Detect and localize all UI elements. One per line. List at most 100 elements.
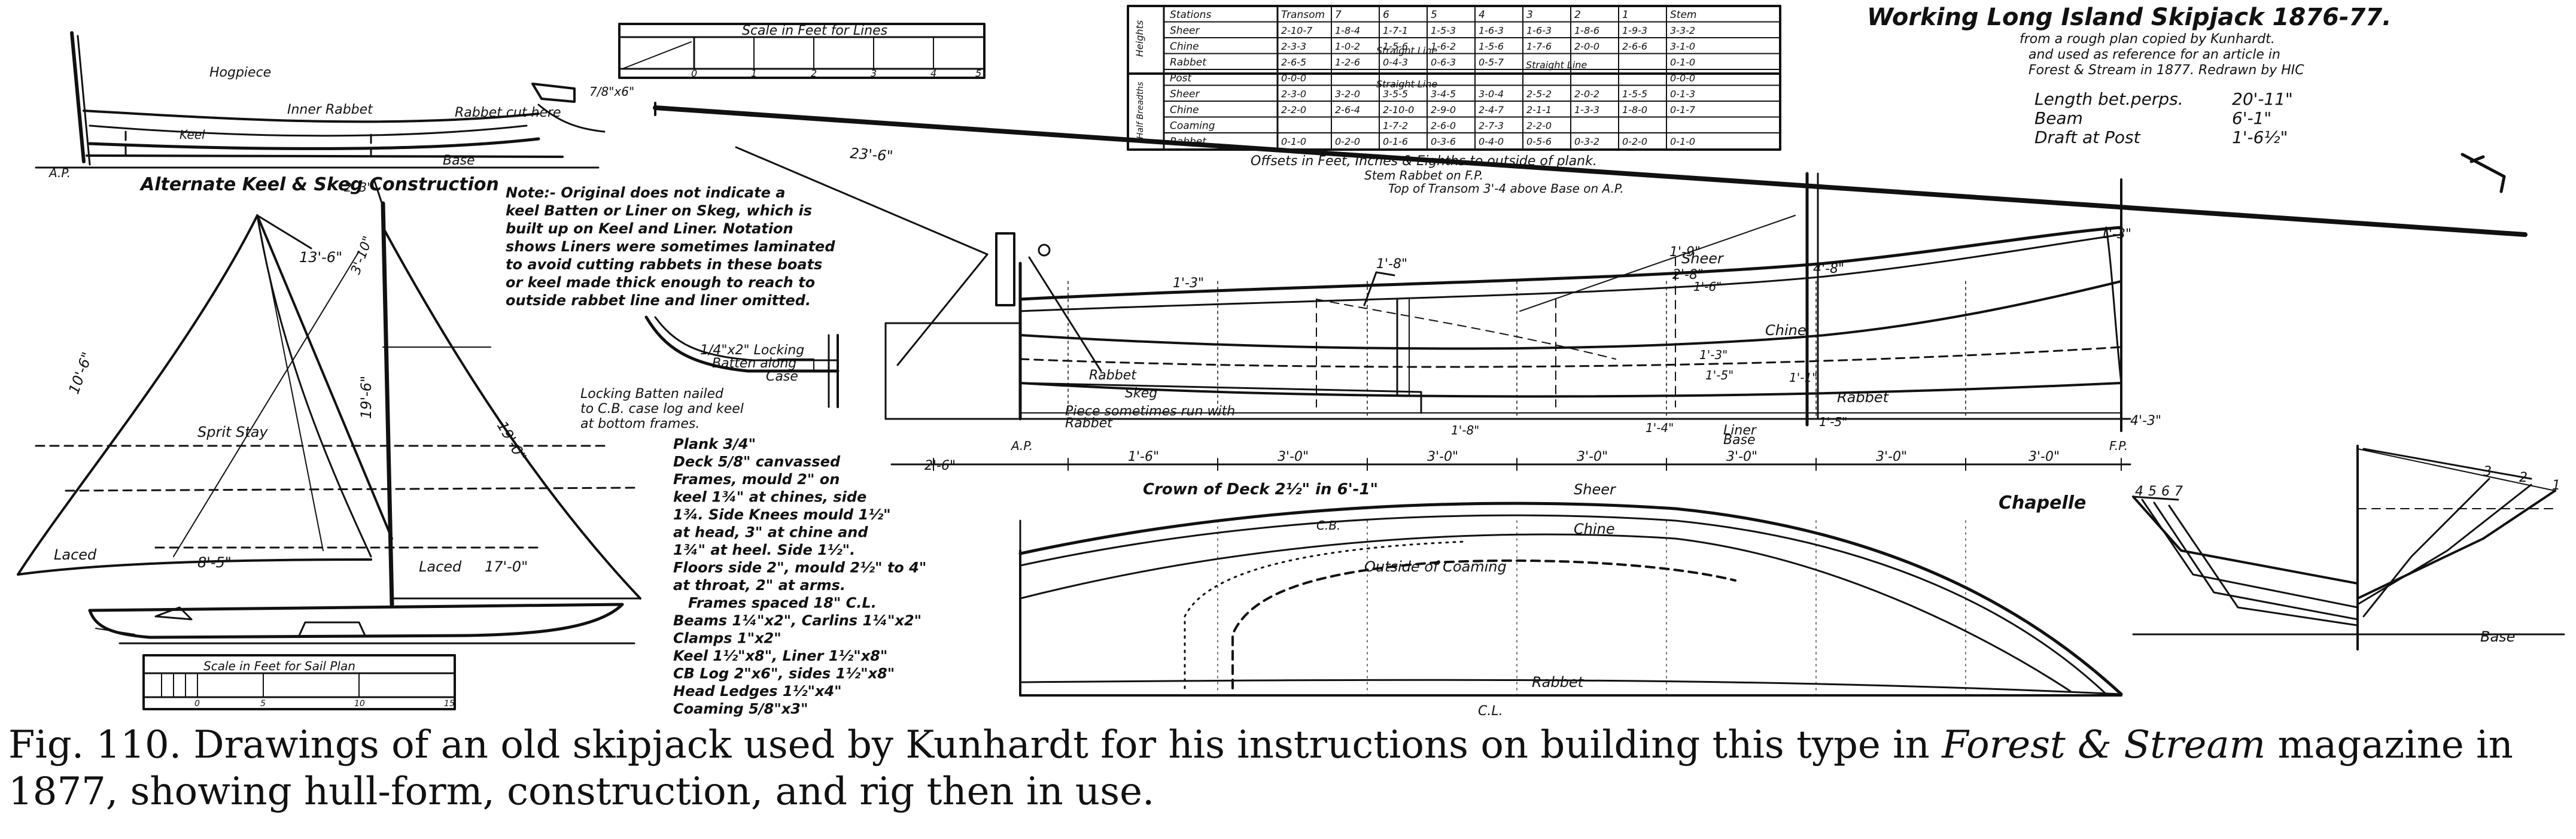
scale-lines-tick-3: 3 xyxy=(871,68,877,79)
offsets-header-1: Transom xyxy=(1281,9,1325,21)
profile-dim-58: 1'-5" xyxy=(1705,368,1733,382)
offsets-cell-0-8: 1-9-3 xyxy=(1622,25,1647,37)
body-num-left-2: 6 xyxy=(2161,484,2170,499)
body-num-right-1: 2 xyxy=(2519,470,2528,485)
offsets-cell-0-2: 1-8-4 xyxy=(1335,25,1360,37)
profile-skeg-label: Skeg xyxy=(1125,386,1157,401)
offsets-header-4: 5 xyxy=(1431,9,1437,21)
scale-lines-tick-5: 5 xyxy=(975,68,981,79)
offsets-cell-5-6: 2-1-1 xyxy=(1526,104,1552,115)
offsets-straight-line-3: Straight Line xyxy=(1376,45,1437,56)
profile-dim-bow: 1'-3" xyxy=(1173,276,1204,291)
offsets-cell-0-4: 1-5-3 xyxy=(1431,25,1456,37)
scale-sail-tick-3: 15 xyxy=(444,699,455,709)
profile-dim-4b: 4'-8" xyxy=(1813,262,1844,276)
station-dim-2: 3'-0" xyxy=(1278,449,1309,464)
offsets-cell-5-3: 2-10-0 xyxy=(1383,104,1414,115)
offsets-cell-7-8: 0-2-0 xyxy=(1622,136,1647,147)
profile-base-label: Base xyxy=(1723,433,1756,448)
sail-laced-left: Laced xyxy=(54,546,97,563)
offsets-note-3: Top of Transom 3'-4 above Base on A.P. xyxy=(1388,181,1624,196)
body-num-left-0: 4 xyxy=(2135,484,2143,499)
length-value: 20'-11" xyxy=(2232,89,2293,109)
plan-sheer-label: Sheer xyxy=(1574,481,1617,498)
sail-mast-dim: 19'-6" xyxy=(358,376,375,419)
scale-sail-tick-1: 5 xyxy=(260,699,266,709)
batten-label-2: Batten along xyxy=(712,356,796,371)
scale-sail-tick-0: 0 xyxy=(194,699,200,709)
body-num-left-3: 7 xyxy=(2174,484,2183,499)
detail-base-label: Base xyxy=(443,153,475,168)
offsets-cell-4-6: 2-5-2 xyxy=(1526,89,1552,100)
sail-luff-dim: 19'-0" xyxy=(494,418,530,464)
offsets-cell-4-1: 2-3-0 xyxy=(1281,89,1306,100)
body-num-left-1: 5 xyxy=(2148,484,2157,499)
offsets-cell-1-5: 1-5-6 xyxy=(1479,41,1504,52)
profile-dim-a: 1'-1" xyxy=(1789,370,1817,385)
offsets-cell-4-8: 1-5-5 xyxy=(1622,89,1647,100)
batten-note-3: at bottom frames. xyxy=(580,417,699,431)
offsets-straight-line-1: Straight Line xyxy=(1376,78,1437,90)
inner-rabbet-label: Inner Rabbet xyxy=(287,102,373,117)
offsets-cell-1-7: 2-0-0 xyxy=(1574,41,1599,52)
scale-lines-tick-0: 0 xyxy=(691,68,697,79)
station-dimensions: 1'-6"3'-0"3'-0"3'-0"3'-0"3'-0"3'-0" 2'-6… xyxy=(890,449,2131,473)
profile-rabbet-label-2: Rabbet xyxy=(1089,368,1137,383)
scantling-line-13: CB Log 2"x6", sides 1½"x8" xyxy=(673,665,895,682)
profile-fp-label: F.P. xyxy=(2109,439,2128,453)
offsets-header-8: 1 xyxy=(1622,9,1629,21)
offsets-cell-2-4: 0-6-3 xyxy=(1431,57,1456,68)
plan-cl-label: C.L. xyxy=(1478,704,1503,719)
offsets-cell-1-2: 1-0-2 xyxy=(1335,41,1360,52)
offsets-group-heights: Heights xyxy=(1134,20,1145,57)
caption-text-after: magazine in 1877, showing hull-form, con… xyxy=(8,723,2513,814)
scantling-line-8: at throat, 2" at arms. xyxy=(673,577,846,594)
body-num-right-0: 3 xyxy=(2483,464,2492,479)
station-dim-6: 3'-0" xyxy=(1876,449,1907,464)
scantling-line-11: Clamps 1"x2" xyxy=(673,630,781,647)
offsets-cell-5-7: 1-3-3 xyxy=(1574,104,1599,115)
offsets-header-6: 3 xyxy=(1526,9,1533,21)
title-note-3: Forest & Stream in 1877. Redrawn by HIC xyxy=(2028,63,2304,78)
sail-jib-foot-dim: 8'-5" xyxy=(197,554,232,571)
scantling-line-9: Frames spaced 18" C.L. xyxy=(688,595,877,612)
offsets-cell-4-3: 3-5-5 xyxy=(1383,89,1408,100)
station-dim-5: 3'-0" xyxy=(1726,449,1757,464)
scantling-line-2: Frames, mould 2" on xyxy=(673,471,840,488)
drawing-title: Working Long Island Skipjack 1876-77. xyxy=(1867,4,2391,31)
batten-label-3: Case xyxy=(766,369,798,384)
plan-coaming-label: Outside of Coaming xyxy=(1364,558,1507,575)
scantling-line-5: at head, 3" at chine and xyxy=(673,524,868,541)
offsets-cell-2-3: 0-4-3 xyxy=(1383,57,1408,68)
offsets-cell-6-3: 1-7-2 xyxy=(1383,120,1408,132)
scantling-line-4: 1¾. Side Knees mould 1½" xyxy=(673,506,891,523)
profile-sheer-label: Sheer xyxy=(1681,250,1725,267)
profile-liner-label: Liner xyxy=(1723,423,1757,438)
scale-lines-title: Scale in Feet for Lines xyxy=(742,23,887,38)
hull-profile: 23'-6" Sheer Chine Rabbet Rabbet Skeg Li… xyxy=(653,102,2528,453)
draft-label: Draft at Post xyxy=(2034,127,2141,147)
hogpiece-label: Hogpiece xyxy=(209,65,271,80)
profile-dim-2b: 2'-8" xyxy=(1672,267,1704,282)
plan-chine-label: Chine xyxy=(1574,521,1615,537)
profile-boom-dim: 23'-6" xyxy=(850,145,894,165)
keel-skeg-detail: Hogpiece Inner Rabbet Rabbet cut here Ba… xyxy=(35,31,634,195)
offsets-cell-2-9: 0-1-0 xyxy=(1670,57,1695,68)
scantling-line-10: Beams 1¼"x2", Carlins 1¼"x2" xyxy=(673,612,921,629)
offsets-cell-7-5: 0-4-0 xyxy=(1479,136,1504,147)
batten-note-2: to C.B. case log and keel xyxy=(580,402,744,417)
offsets-cell-1-9: 3-1-0 xyxy=(1670,41,1695,52)
offsets-cell-5-8: 1-8-0 xyxy=(1622,104,1647,115)
offsets-cell-5-1: 2-2-0 xyxy=(1281,104,1306,115)
plan-rabbet-label: Rabbet xyxy=(1532,674,1584,691)
note-line-3: shows Liners were sometimes laminated xyxy=(506,238,835,255)
body-plan: 4 5 6 7 3 2 1 Base xyxy=(2132,445,2565,650)
figure-caption: Fig. 110. Drawings of an old skipjack us… xyxy=(8,722,2557,815)
offsets-cell-5-2: 2-6-4 xyxy=(1335,104,1360,115)
length-label: Length bet.perps. xyxy=(2034,89,2183,109)
station-dim-7: 3'-0" xyxy=(2028,449,2060,464)
scantling-line-6: 1¾" at heel. Side 1½". xyxy=(673,542,855,558)
detail-keel-label: Keel xyxy=(180,127,205,142)
sail-boom-dim: 17'-0" xyxy=(485,558,528,575)
